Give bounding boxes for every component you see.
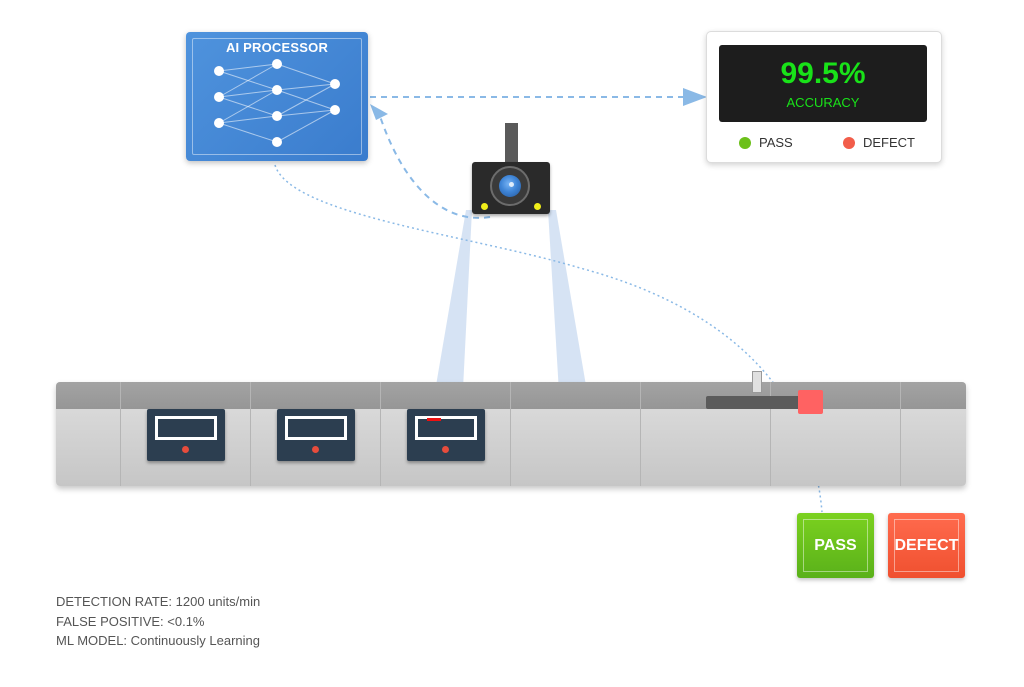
pass-button[interactable]: PASS [797,513,874,578]
camera-indicator-right [534,203,541,210]
ai-processor-frame [192,38,362,155]
ml-model: ML MODEL: Continuously Learning [56,633,261,648]
false-positive: FALSE POSITIVE: <0.1% [56,613,205,629]
camera-beam-right [548,210,590,409]
accuracy-label: ACCURACY [786,95,860,110]
conveyor-divider [380,382,381,486]
accuracy-screen: 99.5% ACCURACY [719,45,927,122]
product-unit-3 [407,409,485,461]
product-led [312,446,319,453]
camera-to-ai-connector [377,109,491,219]
defect-mark [427,418,441,421]
product-unit-1 [147,409,225,461]
sorter-arm [706,396,806,409]
defect-dot-icon [843,136,855,149]
camera-lens [499,175,521,197]
camera-lens-ring [490,166,530,206]
ai-processor-title: AI PROCESSOR [225,40,329,55]
conveyor-divider [510,382,511,486]
conveyor-divider [120,382,121,486]
product-led [442,446,449,453]
camera-indicator-left [481,203,488,210]
defect-button-frame [894,519,959,572]
legend-pass: PASS [739,135,793,150]
sorter-tip [798,390,823,414]
legend-defect: DEFECT [843,135,915,150]
product-screen [155,416,217,440]
conveyor-top-strip [56,382,966,409]
camera-mount [505,123,518,163]
conveyor-divider [640,382,641,486]
product-screen [285,416,347,440]
pass-button-frame [803,519,868,572]
stats-panel: DETECTION RATE: 1200 units/min FALSE POS… [56,592,260,651]
conveyor-divider [250,382,251,486]
accuracy-display: 99.5% ACCURACY PASS DEFECT [706,31,942,163]
accuracy-value: 99.5% [780,57,866,90]
display-arrowhead [683,88,707,106]
conveyor-divider [900,382,901,486]
detection-rate: DETECTION RATE: 1200 units/min [56,594,261,609]
camera-icon [472,162,550,214]
ai-processor-panel: AI PROCESSOR [186,32,368,161]
pass-button-label: PASS [814,537,857,554]
legend-pass-label: PASS [759,135,793,150]
legend-defect-label: DEFECT [863,135,915,150]
neural-network-icon [214,59,340,147]
conveyor-divider [770,382,771,486]
defect-button[interactable]: DEFECT [888,513,965,578]
product-screen [415,416,477,440]
sorter-post [752,371,762,393]
product-led [182,446,189,453]
product-unit-2 [277,409,355,461]
defect-button-label: DEFECT [894,537,959,554]
ai-arrowhead [370,104,388,120]
pass-dot-icon [739,136,751,149]
camera-beam-left [432,210,472,409]
